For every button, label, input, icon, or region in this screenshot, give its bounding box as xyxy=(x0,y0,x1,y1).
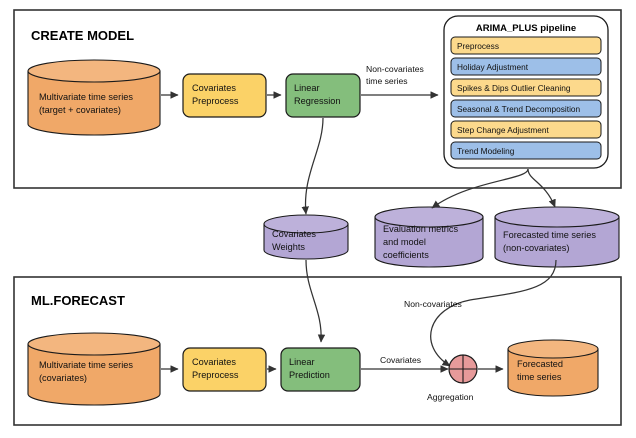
arima-step-preprocess: Preprocess xyxy=(450,36,602,55)
arima-step-step-change-adjustment: Step Change Adjustment xyxy=(450,120,602,139)
non-covariates-edge-label-line1: Non-covariates xyxy=(366,64,424,74)
box-shape xyxy=(280,347,361,392)
artifact-forecasted-non-covariates: Forecasted time series (non-covariates) xyxy=(494,206,620,268)
non-covariates-forecast-edge-label: Non-covariates xyxy=(404,299,462,309)
regression-line2: Regression xyxy=(294,96,340,106)
edge-non-covariates-to-aggregation xyxy=(430,259,557,367)
arima-step-spikes-dips-outlier-cleaning: Spikes & Dips Outlier Cleaning xyxy=(450,78,602,97)
edge-arima-to-evaluation-metrics xyxy=(431,168,529,209)
edge-regression-to-covariates-weights xyxy=(301,117,324,215)
step-label: Step Change Adjustment xyxy=(457,125,549,135)
edge-covariates-weights-to-prediction xyxy=(305,259,326,343)
artifact-covariates-weights: Covariates Weights xyxy=(263,214,349,260)
preprocess-line2: Preprocess xyxy=(192,370,239,380)
step-label: Preprocess xyxy=(457,41,499,51)
ml-forecast-source-cylinder: Multivariate time series (covariates) xyxy=(27,332,161,406)
covariates-edge-label: Covariates xyxy=(380,355,421,365)
step-shape xyxy=(450,141,602,160)
cylinder-top xyxy=(27,59,161,83)
regression-line1: Linear xyxy=(294,83,320,93)
cylinder-top xyxy=(494,206,620,228)
artifact-line2: Weights xyxy=(272,242,305,252)
preprocess-line1: Covariates xyxy=(192,357,236,367)
preprocess-line1: Covariates xyxy=(192,83,236,93)
artifact-line1: Evaluation metrics xyxy=(383,224,458,234)
prediction-line2: Prediction xyxy=(289,370,330,380)
cylinder-body xyxy=(494,216,620,268)
arima-step-seasonal-trend-decomposition: Seasonal & Trend Decomposition xyxy=(450,99,602,118)
create-model-source-cylinder: Multivariate time series (target + covar… xyxy=(27,59,161,136)
artifact-evaluation-metrics: Evaluation metrics and model coefficient… xyxy=(374,206,484,268)
step-label: Spikes & Dips Outlier Cleaning xyxy=(457,83,571,93)
edge-arima-to-forecasted-non-covariates xyxy=(527,168,556,208)
aggregation-node: Aggregation xyxy=(427,354,478,402)
step-shape xyxy=(450,99,602,118)
source-cylinder-line2: (covariates) xyxy=(39,373,87,383)
step-label: Holiday Adjustment xyxy=(457,62,529,72)
preprocess-line2: Preprocess xyxy=(192,96,239,106)
ml-forecast-linear-prediction-box: Linear Prediction xyxy=(280,347,361,392)
non-covariates-edge-label-line2: time series xyxy=(366,76,408,86)
step-shape xyxy=(450,78,602,97)
output-cylinder-line2: time series xyxy=(517,372,562,382)
artifact-line2: and model xyxy=(383,237,426,247)
prediction-line1: Linear xyxy=(289,357,315,367)
arima-step-holiday-adjustment: Holiday Adjustment xyxy=(450,57,602,76)
cylinder-top xyxy=(27,332,161,356)
arima-plus-pipeline: ARIMA_PLUS pipeline Preprocess Holiday A… xyxy=(443,15,609,169)
ml-forecast-output-cylinder: Forecasted time series xyxy=(507,339,599,397)
cylinder-body xyxy=(27,70,161,136)
box-shape xyxy=(285,73,361,118)
ml-forecast-title: ML.FORECAST xyxy=(31,293,125,308)
cylinder-body xyxy=(374,216,484,268)
artifact-line1: Forecasted time series xyxy=(503,230,596,240)
step-label: Seasonal & Trend Decomposition xyxy=(457,104,581,114)
output-cylinder-line1: Forecasted xyxy=(517,359,563,369)
aggregation-label: Aggregation xyxy=(427,392,474,402)
box-shape xyxy=(182,347,267,392)
cylinder-top xyxy=(507,339,599,359)
cylinder-body xyxy=(27,343,161,406)
source-cylinder-line2: (target + covariates) xyxy=(39,105,121,115)
cylinder-body xyxy=(263,223,349,260)
step-shape xyxy=(450,36,602,55)
artifact-line2: (non-covariates) xyxy=(503,243,569,253)
artifact-line1: Covariates xyxy=(272,229,316,239)
step-label: Trend Modeling xyxy=(457,146,515,156)
arima-step-trend-modeling: Trend Modeling xyxy=(450,141,602,160)
create-model-covariates-preprocess-box: Covariates Preprocess xyxy=(182,73,267,118)
source-cylinder-line1: Multivariate time series xyxy=(39,360,133,370)
step-shape xyxy=(450,57,602,76)
source-cylinder-line1: Multivariate time series xyxy=(39,92,133,102)
step-shape xyxy=(450,120,602,139)
box-shape xyxy=(182,73,267,118)
cylinder-body xyxy=(507,348,599,397)
artifact-line3: coefficients xyxy=(383,250,429,260)
cylinder-top xyxy=(263,214,349,234)
cylinder-top xyxy=(374,206,484,228)
arima-pipeline-title: ARIMA_PLUS pipeline xyxy=(476,23,576,34)
ml-forecast-covariates-preprocess-box: Covariates Preprocess xyxy=(182,347,267,392)
create-model-title: CREATE MODEL xyxy=(31,28,134,43)
create-model-linear-regression-box: Linear Regression xyxy=(285,73,361,118)
